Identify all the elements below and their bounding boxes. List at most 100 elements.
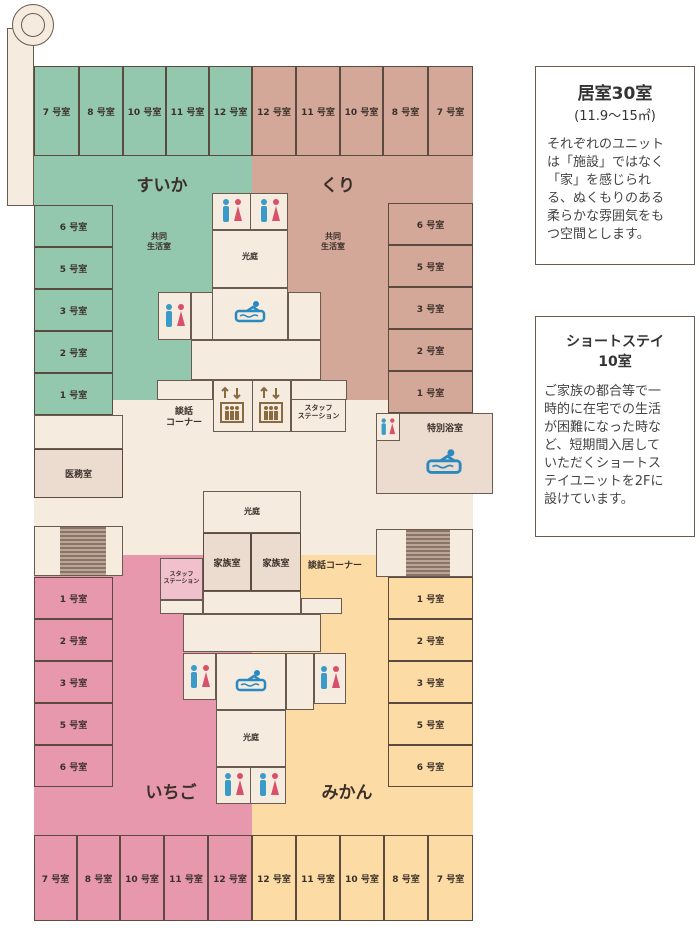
- central-hall-top: [191, 340, 321, 380]
- special-bath-label: 特別浴室: [426, 424, 463, 434]
- mikan-room-2[interactable]: 2 号室: [388, 619, 473, 661]
- mikan-room-5[interactable]: 5 号室: [388, 703, 473, 745]
- ichigo-room-6[interactable]: 6 号室: [34, 745, 113, 787]
- info-panel-shortstay-count: 10室: [598, 354, 632, 370]
- corridor-block-bottom: [286, 653, 314, 710]
- kuri-room-6[interactable]: 6 号室: [388, 203, 473, 245]
- elevator-icon: [220, 386, 244, 423]
- special-bath-room[interactable]: [376, 413, 493, 494]
- light-court-top: [212, 230, 288, 288]
- mikan-room-1[interactable]: 1 号室: [388, 577, 473, 619]
- unit-label-kuri: くり: [321, 176, 355, 196]
- kuri-room-11[interactable]: 11 号室: [296, 66, 340, 156]
- ichigo-room-7[interactable]: 7 号室: [34, 835, 77, 921]
- suika-room-5[interactable]: 5 号室: [34, 247, 113, 289]
- ichigo-room-12[interactable]: 12 号室: [208, 835, 252, 921]
- info-panel-shortstay-body: ご家族の都合等で一 時的に在宅での生活 が困難になった時な ど、短期間入居して …: [544, 384, 664, 507]
- staff-station-bottom-label: スタッフ ステーション: [163, 571, 200, 586]
- ichigo-room-3[interactable]: 3 号室: [34, 661, 113, 703]
- bath-icon: [426, 449, 462, 474]
- info-panel-rooms-title: 居室30室: [577, 84, 653, 104]
- mikan-room-10[interactable]: 10 号室: [340, 835, 384, 921]
- kuri-room-12[interactable]: 12 号室: [252, 66, 296, 156]
- stairs-right: [406, 530, 450, 576]
- toilet-divider-bottom: [250, 767, 251, 804]
- suika-room-12[interactable]: 12 号室: [209, 66, 252, 156]
- elevator-divider: [252, 380, 253, 432]
- bath-icon: [234, 301, 266, 323]
- toilet-icon: [225, 773, 244, 796]
- corridor-left-upper: [34, 415, 123, 449]
- ichigo-room-5[interactable]: 5 号室: [34, 703, 113, 745]
- suika-room-8[interactable]: 8 号室: [79, 66, 123, 156]
- bath-bottom: [216, 653, 286, 710]
- ichigo-room-1[interactable]: 1 号室: [34, 577, 113, 619]
- toilet-divider-top: [250, 193, 251, 230]
- light-court-top-label: 光庭: [242, 252, 258, 261]
- tower: [7, 28, 34, 206]
- suika-room-7[interactable]: 7 号室: [34, 66, 79, 156]
- corridor-strip-bottom-left: [160, 600, 203, 614]
- toilet-icon: [223, 199, 242, 222]
- stairs-left: [60, 527, 106, 575]
- lounge-corner-bottom-label: 談話コーナー: [307, 561, 362, 571]
- elevator-icon: [259, 386, 283, 423]
- family-room-2[interactable]: 家族室: [251, 533, 301, 591]
- medical-room[interactable]: 医務室: [34, 449, 123, 498]
- ichigo-room-2[interactable]: 2 号室: [34, 619, 113, 661]
- info-panel-rooms: 居室30室 (11.9〜15㎡) それぞれのユニット は「施設」ではなく 「家」…: [535, 66, 695, 265]
- mikan-room-11[interactable]: 11 号室: [296, 835, 340, 921]
- ichigo-room-11[interactable]: 11 号室: [164, 835, 208, 921]
- corridor-strip-bottom-right: [301, 598, 342, 614]
- ichigo-room-10[interactable]: 10 号室: [120, 835, 164, 921]
- mikan-room-6[interactable]: 6 号室: [388, 745, 473, 787]
- suika-room-3[interactable]: 3 号室: [34, 289, 113, 331]
- corridor-strip-bottom-mid: [203, 591, 301, 614]
- toilet-icon: [321, 666, 340, 689]
- corridor-block-top-right: [288, 292, 321, 340]
- kuri-room-8[interactable]: 8 号室: [383, 66, 428, 156]
- mikan-room-12[interactable]: 12 号室: [252, 835, 296, 921]
- kuri-room-10[interactable]: 10 号室: [340, 66, 383, 156]
- staff-station-top-body: [291, 400, 346, 432]
- light-court-bottom-label: 光庭: [243, 733, 259, 742]
- kuri-room-1[interactable]: 1 号室: [388, 371, 473, 413]
- staff-station-top: [291, 380, 347, 400]
- corridor-block-top-left: [191, 292, 213, 340]
- mikan-room-7[interactable]: 7 号室: [428, 835, 473, 921]
- kuri-room-2[interactable]: 2 号室: [388, 329, 473, 371]
- info-panel-rooms-body: それぞれのユニット は「施設」ではなく 「家」を感じられ る、ぬくもりのある 柔…: [547, 137, 665, 242]
- unit-label-mikan: みかん: [321, 783, 373, 803]
- bath-icon: [235, 670, 267, 692]
- ichigo-side-toilet: [183, 653, 216, 700]
- kuri-living-room-label: 共同 生活室: [321, 232, 345, 251]
- kuri-room-5[interactable]: 5 号室: [388, 245, 473, 287]
- suika-room-2[interactable]: 2 号室: [34, 331, 113, 373]
- toilet-icon: [261, 199, 280, 222]
- special-bath-toilet: [376, 413, 400, 441]
- info-panel-rooms-subtitle: (11.9〜15㎡): [574, 109, 656, 124]
- suika-side-toilet: [158, 292, 191, 340]
- suika-room-10[interactable]: 10 号室: [123, 66, 166, 156]
- ichigo-room-8[interactable]: 8 号室: [77, 835, 120, 921]
- bath-top: [212, 288, 288, 340]
- toilet-icon: [191, 665, 210, 688]
- mikan-room-3[interactable]: 3 号室: [388, 661, 473, 703]
- staff-station-top-label: スタッフ ステーション: [297, 404, 340, 421]
- lounge-corner-top-label: 談話 コーナー: [165, 407, 202, 429]
- suika-room-6[interactable]: 6 号室: [34, 205, 113, 247]
- suika-room-1[interactable]: 1 号室: [34, 373, 113, 415]
- light-court-middle-label: 光庭: [244, 507, 260, 516]
- kuri-room-7[interactable]: 7 号室: [428, 66, 473, 156]
- family-room-1[interactable]: 家族室: [203, 533, 251, 591]
- corridor-strip-left: [157, 380, 213, 400]
- central-hall-bottom: [183, 614, 321, 652]
- suika-room-11[interactable]: 11 号室: [166, 66, 209, 156]
- staff-station-bottom: [160, 558, 203, 600]
- toilet-icon: [166, 304, 185, 327]
- tower-cap-inner: [21, 13, 45, 37]
- kuri-room-3[interactable]: 3 号室: [388, 287, 473, 329]
- mikan-room-8[interactable]: 8 号室: [384, 835, 428, 921]
- toilet-icon: [381, 418, 396, 435]
- light-court-middle: [203, 491, 301, 533]
